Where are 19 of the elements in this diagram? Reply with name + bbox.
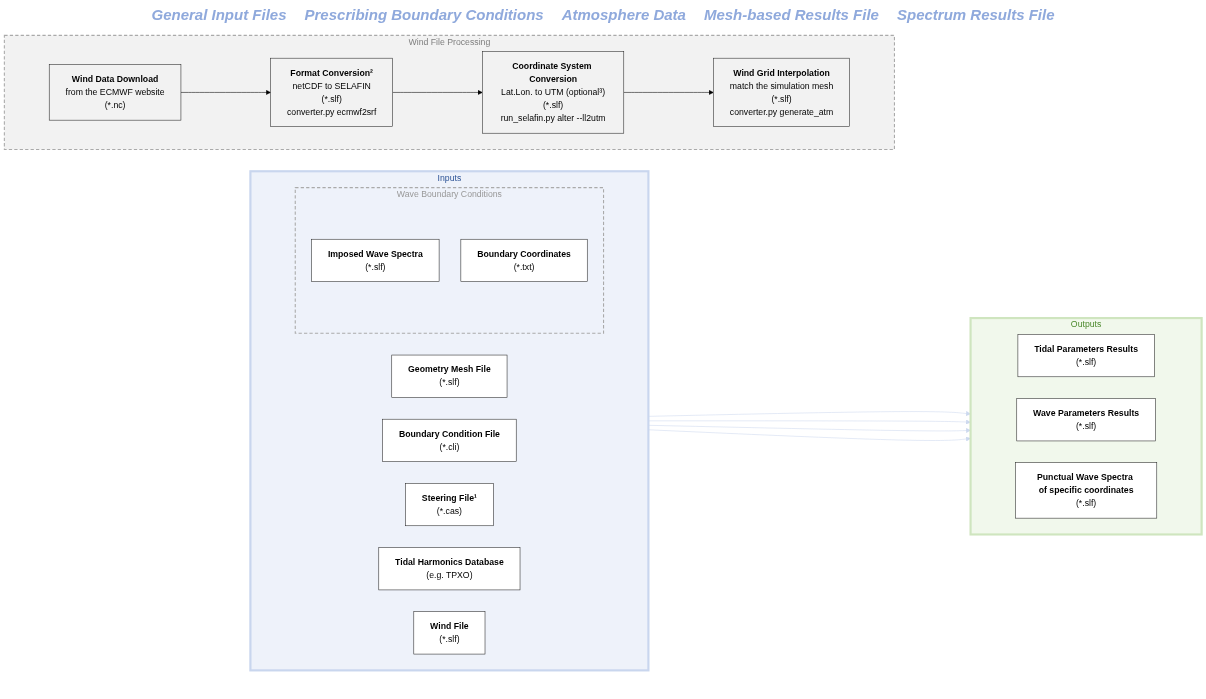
node-box: Coordinate System Conversion Lat.Lon. to UTM (optional³) (*.slf) run_selafin.py alter --ll2utm	[482, 51, 625, 134]
section-heading: Mesh-based Results File	[703, 6, 879, 23]
node-box: Wind File (*.slf)	[413, 611, 486, 654]
section-heading: Spectrum Results File	[896, 6, 1055, 23]
node-box: Steering File¹ (*.cas)	[405, 482, 494, 526]
node-box: Imposed Wave Spectra (*.slf)	[311, 238, 440, 282]
node-box: Tidal Harmonics Database (e.g. TPXO)	[378, 546, 521, 590]
node-box: Tidal Parameters Results (*.slf)	[1017, 333, 1155, 377]
node-box: Punctual Wave Spectra of specific coordinates (*.slf)	[1015, 462, 1158, 519]
node-box: Boundary Condition File (*.cli)	[382, 418, 517, 462]
node-box: Wave Parameters Results (*.slf)	[1016, 397, 1156, 441]
node-box: Wind Grid Interpolation match the simulation mesh (*.slf) converter.py generate_atm	[713, 57, 850, 127]
node-box: Geometry Mesh File (*.slf)	[391, 354, 508, 398]
node-box: Wind Data Download from the ECMWF website (*.nc)	[48, 64, 182, 121]
section-heading: Prescribing Boundary Conditions	[304, 6, 544, 23]
node-box: Boundary Coordinates (*.txt)	[460, 238, 588, 282]
section-heading: General Input Files	[151, 6, 287, 23]
section-heading: Atmosphere Data	[561, 6, 686, 23]
node-box: Format Conversion² netCDF to SELAFIN (*.slf) converter.py ecmwf2srf	[270, 57, 393, 127]
